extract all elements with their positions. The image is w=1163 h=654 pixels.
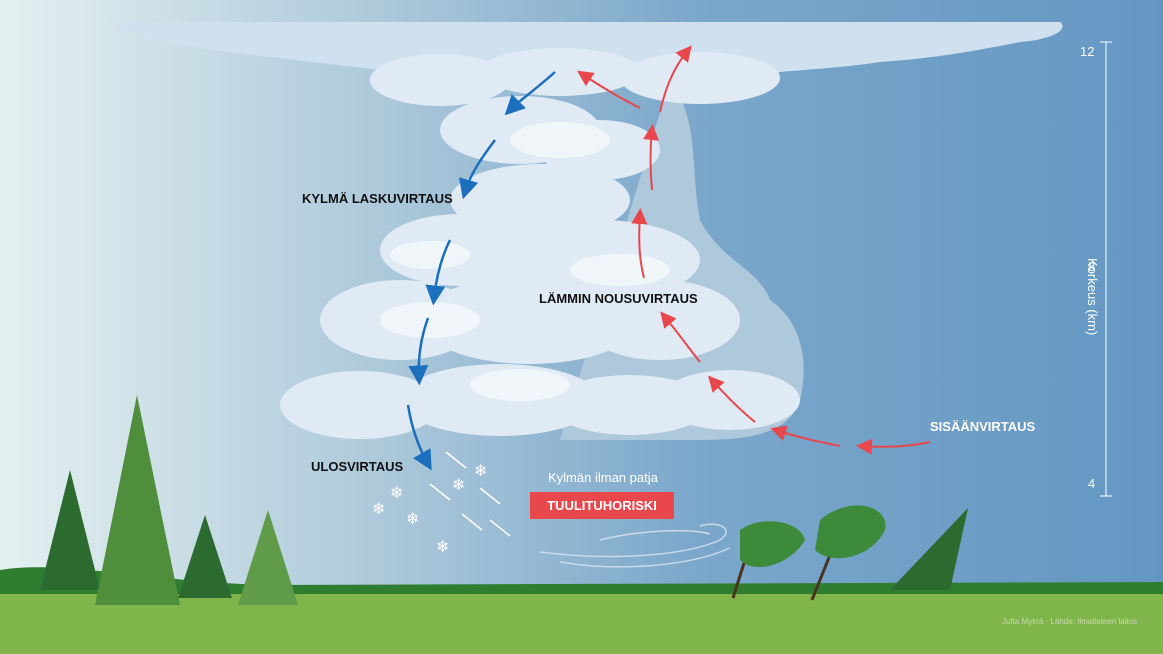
grass xyxy=(0,594,1163,654)
warm-arrow-icon xyxy=(643,124,659,191)
height-tick-8: 8 xyxy=(1088,259,1096,274)
height-tick-4: 4 xyxy=(1088,476,1096,491)
height-tick-12: 12 xyxy=(1080,44,1095,59)
label-cold-downdraft: KYLMÄ LASKUVIRTAUS xyxy=(302,191,453,206)
svg-text:❄: ❄ xyxy=(474,461,487,480)
gust-risk-badge: TUULITUHORISKI xyxy=(530,492,674,519)
cold-arrow-icon xyxy=(504,71,556,116)
label-inflow: SISÄÄNVIRTAUS xyxy=(930,419,1036,434)
svg-text:❄: ❄ xyxy=(436,537,449,556)
warm-arrow-icon xyxy=(708,375,756,423)
svg-text:❄: ❄ xyxy=(406,509,419,528)
credit-text: Jutta Mykrä · Lähde: Ilmatieteen laitos xyxy=(1002,617,1138,626)
cold-arrow-icon xyxy=(406,404,432,471)
snowflake-icon: ❄ ❄ ❄ ❄ ❄ ❄ xyxy=(372,461,487,556)
label-cold-pool: Kylmän ilman patja xyxy=(548,470,658,485)
warm-arrow-icon xyxy=(770,425,841,447)
cold-arrow-icon xyxy=(425,239,452,306)
svg-text:❄: ❄ xyxy=(452,475,465,494)
warm-updraft-arrows xyxy=(577,45,931,455)
cold-arrow-icon xyxy=(408,317,430,386)
warm-arrow-icon xyxy=(631,208,648,279)
warm-arrow-icon xyxy=(660,311,701,363)
precipitation xyxy=(429,451,511,537)
cold-downdraft-arrows xyxy=(406,71,556,471)
warm-arrow-icon xyxy=(856,438,931,455)
cold-arrow-icon xyxy=(458,139,497,200)
cloud xyxy=(110,22,1063,440)
height-axis xyxy=(1100,41,1112,497)
svg-text:❄: ❄ xyxy=(390,483,403,502)
tree-icon xyxy=(40,395,298,605)
wind-icon xyxy=(539,523,731,568)
tree-icon xyxy=(731,505,968,601)
svg-text:❄: ❄ xyxy=(372,499,385,518)
label-warm-updraft: LÄMMIN NOUSUVIRTAUS xyxy=(539,291,698,306)
height-axis-title: Korkeus (km) xyxy=(1085,258,1100,336)
label-outflow: ULOSVIRTAUS xyxy=(311,459,404,474)
warm-arrow-icon xyxy=(659,45,692,113)
warm-arrow-icon xyxy=(577,70,641,109)
